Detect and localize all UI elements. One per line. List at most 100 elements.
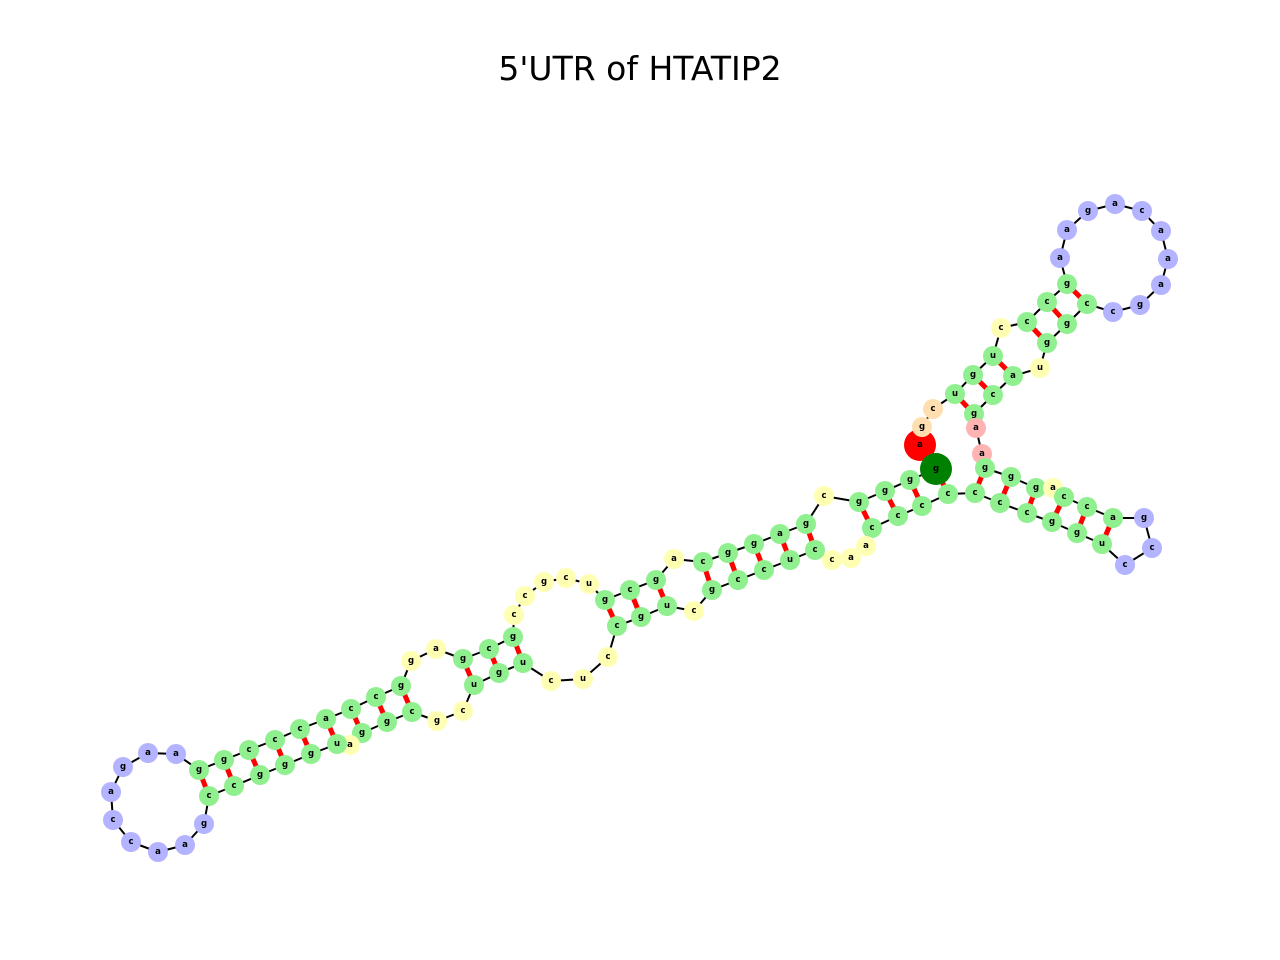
nucleotide-circle	[464, 675, 484, 695]
nucleotide-label: a	[1158, 280, 1164, 290]
nucleotide-circle	[595, 590, 615, 610]
nucleotide: a	[101, 782, 121, 802]
nucleotide-label: c	[110, 815, 115, 825]
nucleotide-circle	[453, 701, 473, 721]
nucleotide: c	[991, 318, 1011, 338]
nucleotide-label: g	[510, 632, 516, 642]
nucleotide: a	[856, 536, 876, 556]
nucleotide: c	[814, 486, 834, 506]
nucleotide-circle	[239, 740, 259, 760]
nucleotide-circle	[1003, 366, 1023, 386]
nucleotide-label: a	[1165, 254, 1171, 264]
nucleotide-circle	[963, 365, 983, 385]
nucleotide-label: g	[359, 728, 365, 738]
nucleotide-label: a	[777, 529, 783, 539]
nucleotide: g	[427, 711, 447, 731]
nucleotide-label: g	[602, 595, 608, 605]
nucleotide-circle	[991, 318, 1011, 338]
nucleotide-label: u	[787, 555, 793, 565]
nucleotide: a	[770, 524, 790, 544]
nucleotide-label: g	[1008, 472, 1014, 482]
nucleotide: u	[573, 669, 593, 689]
nucleotide-label: g	[408, 656, 414, 666]
nucleotide: g	[250, 765, 270, 785]
nucleotide-label: a	[1010, 371, 1016, 381]
nucleotide: g	[912, 417, 932, 437]
nucleotide: g	[702, 580, 722, 600]
nucleotide: c	[754, 560, 774, 580]
nucleotide-label: a	[917, 440, 923, 450]
nucleotide-circle	[796, 514, 816, 534]
nucleotide-circle	[377, 712, 397, 732]
nucleotide: a	[316, 709, 336, 729]
nucleotide-circle	[513, 653, 533, 673]
nucleotide-label: c	[1084, 502, 1089, 512]
nucleotide-label: g	[982, 463, 988, 473]
nucleotide-circle	[327, 734, 347, 754]
nucleotide-label: g	[653, 575, 659, 585]
nucleotide-label: c	[1139, 206, 1144, 216]
diagram-title: 5'UTR of HTATIP2	[498, 49, 781, 88]
nucleotide-circle	[301, 744, 321, 764]
nucleotide-circle	[862, 518, 882, 538]
nucleotide-circle	[453, 649, 473, 669]
nucleotide: g	[1057, 314, 1077, 334]
nucleotide-label: a	[323, 714, 329, 724]
nucleotide-circle	[1077, 294, 1097, 314]
nucleotide: g	[1078, 201, 1098, 221]
nucleotide-label: c	[272, 735, 277, 745]
nucleotide-label: g	[907, 475, 913, 485]
nucleotide: a	[841, 548, 861, 568]
nucleotide: c	[103, 810, 123, 830]
nucleotide: g	[975, 458, 995, 478]
nucleotide: g	[1067, 523, 1087, 543]
nucleotide: c	[862, 518, 882, 538]
nucleotide-label: a	[1057, 253, 1063, 263]
nucleotide-label: g	[971, 409, 977, 419]
nucleotide: c	[693, 552, 713, 572]
nucleotide: g	[301, 744, 321, 764]
nucleotide: a	[966, 418, 986, 438]
nucleotide-label: a	[973, 423, 979, 433]
nucleotide: c	[938, 484, 958, 504]
nucleotide-label: c	[919, 501, 924, 511]
nucleotide-circle	[664, 549, 684, 569]
nucleotide: c	[620, 580, 640, 600]
nucleotide-circle	[103, 810, 123, 830]
nucleotide-label: g	[1044, 338, 1050, 348]
nucleotide-label: c	[812, 545, 817, 555]
nucleotide-circle	[214, 750, 234, 770]
nucleotide: c	[1115, 555, 1135, 575]
nucleotide-label: c	[998, 323, 1003, 333]
nucleotide: u	[327, 734, 347, 754]
nucleotide-label: c	[997, 498, 1002, 508]
nucleotide: g	[194, 814, 214, 834]
nucleotide: c	[341, 699, 361, 719]
nucleotide-label: g	[709, 585, 715, 595]
nucleotide: c	[607, 616, 627, 636]
nucleotide: u	[657, 596, 677, 616]
nucleotide: c	[1037, 292, 1057, 312]
nucleotide-label: c	[691, 606, 696, 616]
nucleotide-circle	[189, 760, 209, 780]
nucleotide: c	[121, 832, 141, 852]
nucleotide-label: u	[1099, 539, 1105, 549]
nucleotide: a	[1057, 220, 1077, 240]
nucleotide-label: u	[471, 680, 477, 690]
nucleotide-circle	[1132, 201, 1152, 221]
nucleotide: c	[366, 687, 386, 707]
nucleotide-label: a	[155, 847, 161, 857]
nucleotide-label: g	[282, 760, 288, 770]
nucleotide-label: c	[409, 707, 414, 717]
nucleotide: c	[1017, 312, 1037, 332]
nucleotide-label: u	[586, 579, 592, 589]
nucleotide-label: c	[522, 591, 527, 601]
nucleotide: c	[598, 647, 618, 667]
nucleotide: a	[1105, 194, 1125, 214]
nucleotide-circle	[275, 755, 295, 775]
nucleotide: c	[822, 550, 842, 570]
nucleotide: a	[426, 639, 446, 659]
nucleotide-label: c	[348, 704, 353, 714]
nucleotide-label: u	[580, 674, 586, 684]
